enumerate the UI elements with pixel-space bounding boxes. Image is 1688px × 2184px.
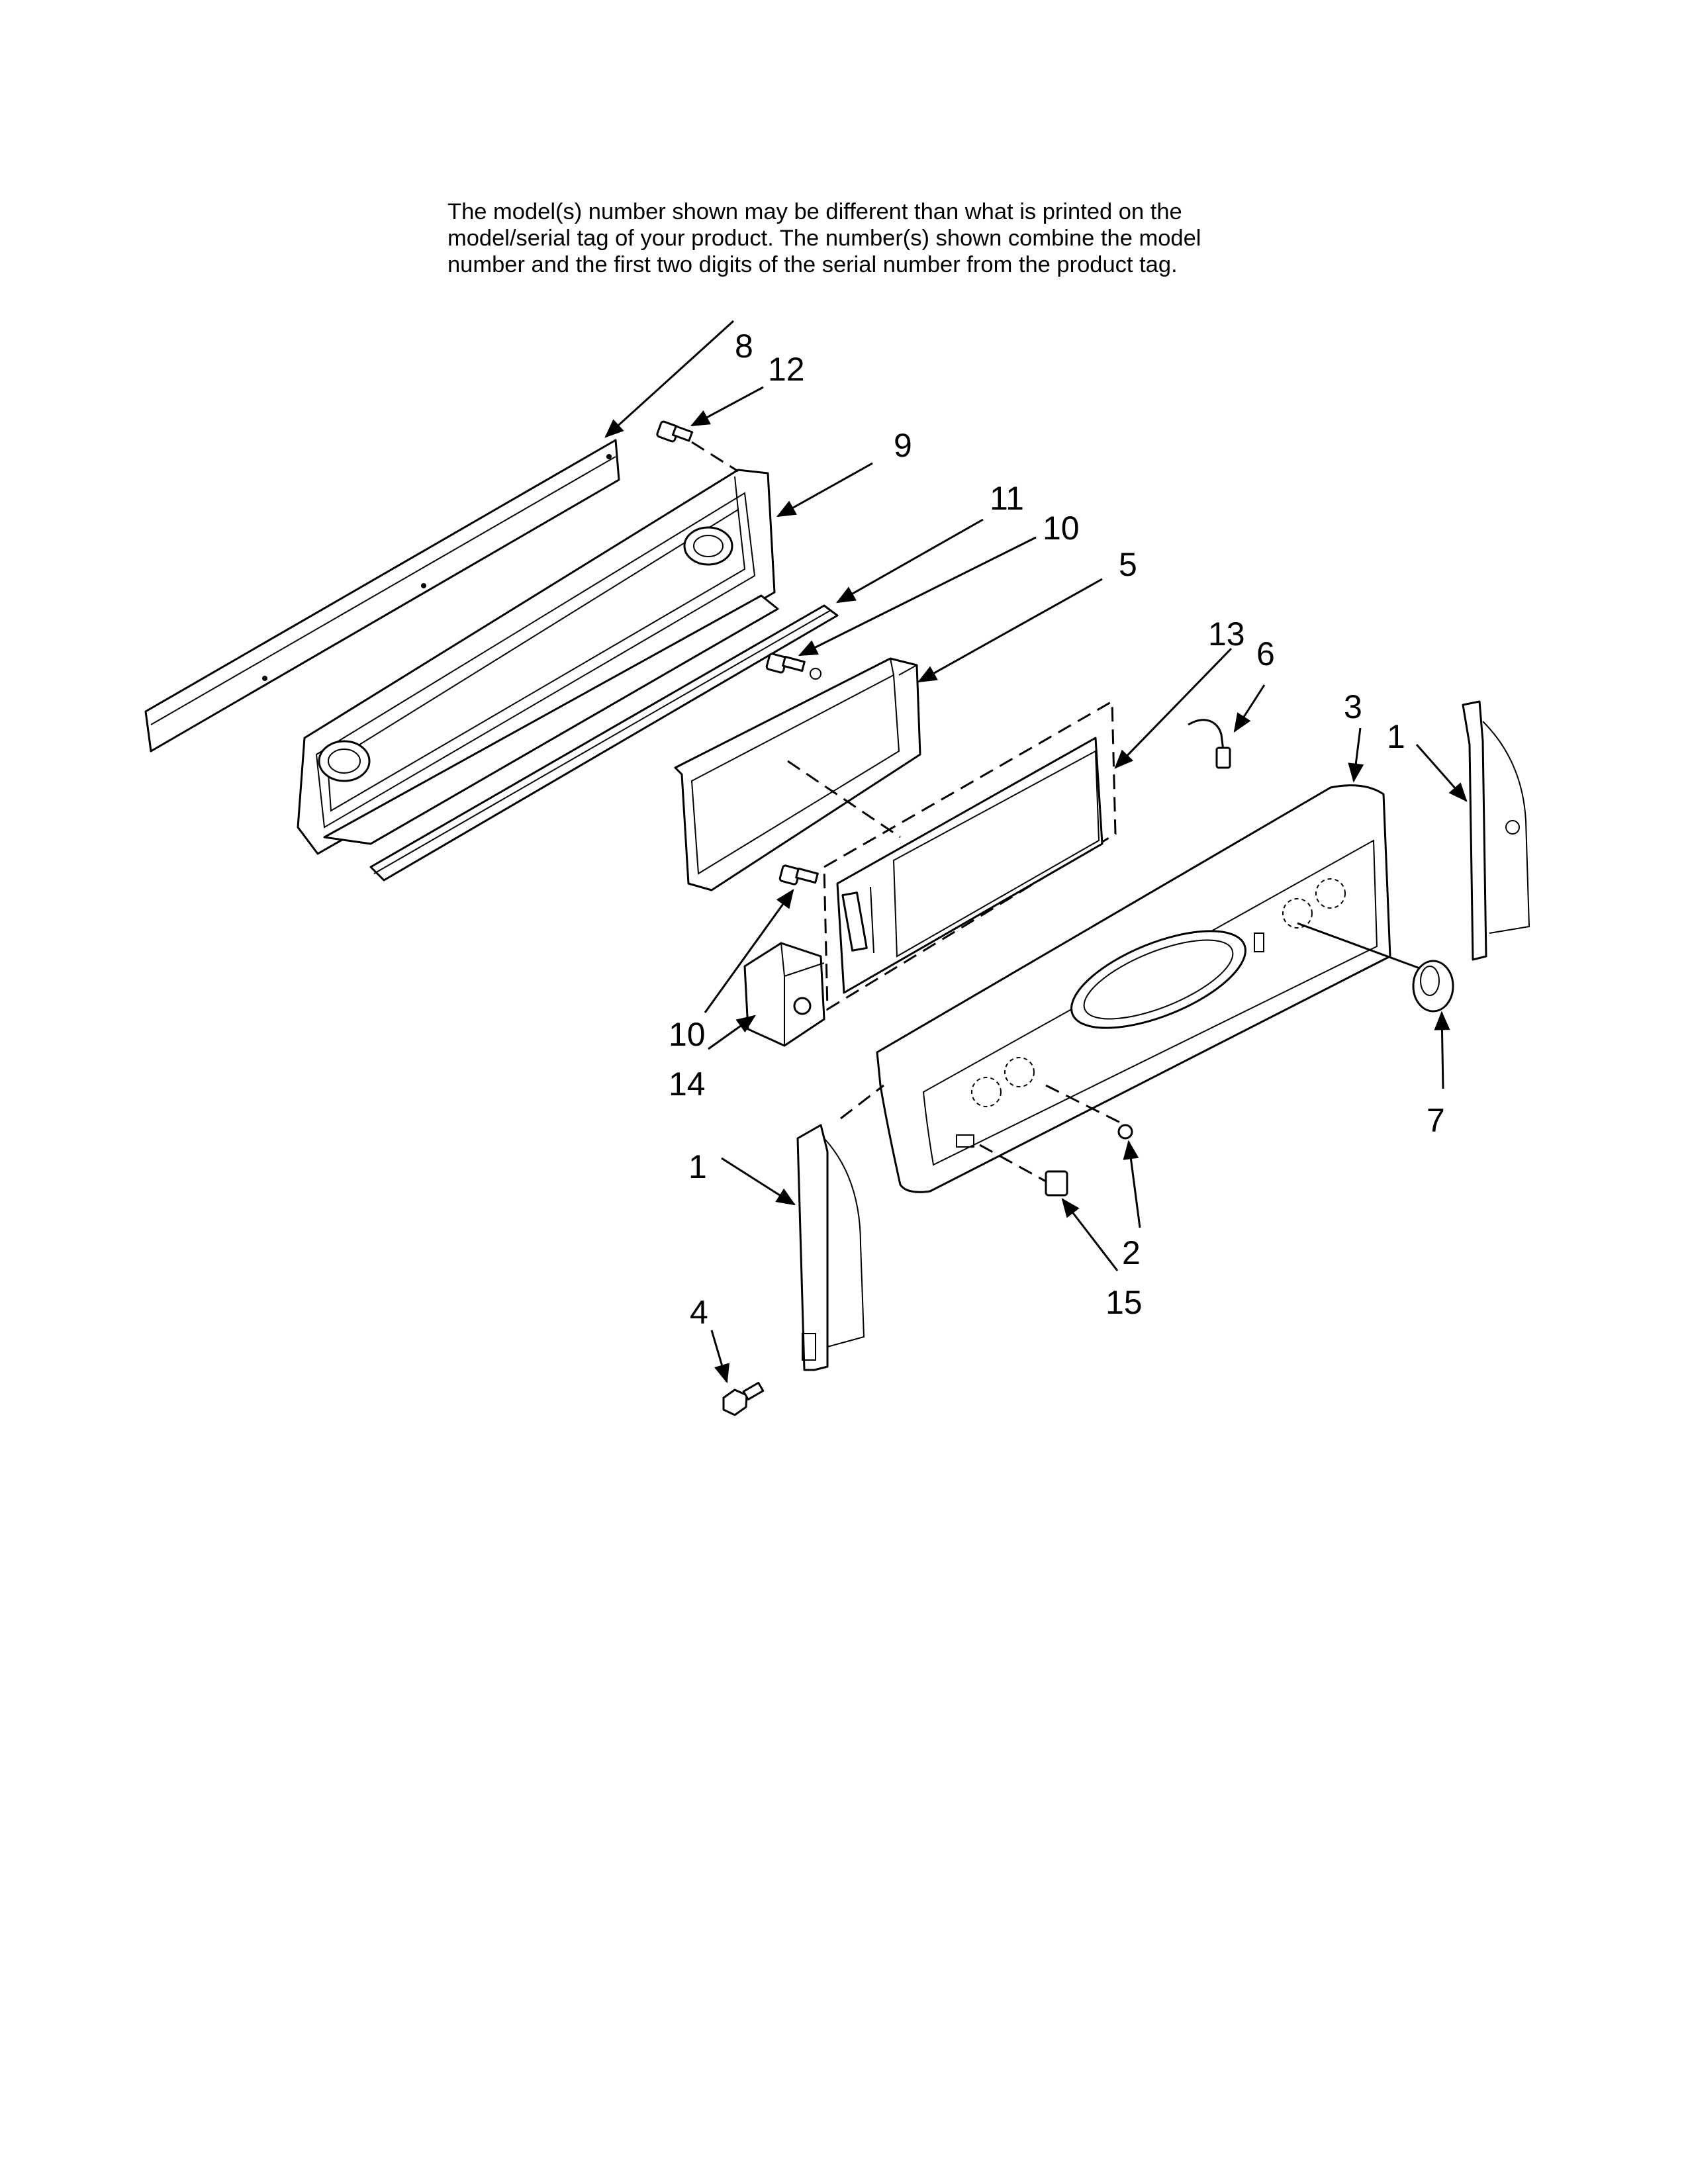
callout-labels: 8 12 9 11 10 5 13 6 3 1 10 14 7 1 2 15 4 <box>669 328 1445 1331</box>
callout-10-upper: 10 <box>1043 510 1080 547</box>
note-line-1: The model(s) number shown may be differe… <box>447 199 1182 224</box>
screw-10-lower <box>778 864 819 886</box>
callout-3: 3 <box>1344 688 1362 725</box>
note-line-3: number and the first two digits of the s… <box>447 252 1178 277</box>
callout-9: 9 <box>894 427 912 464</box>
callout-1-right: 1 <box>1387 718 1405 755</box>
control-box <box>674 657 921 891</box>
callout-15: 15 <box>1105 1284 1143 1321</box>
callout-13: 13 <box>1208 615 1245 653</box>
callout-7: 7 <box>1427 1102 1445 1139</box>
note-line-2: model/serial tag of your product. The nu… <box>447 226 1201 251</box>
console-frame <box>297 469 779 855</box>
screw-10-upper <box>765 653 821 680</box>
callout-1-left: 1 <box>688 1148 707 1185</box>
electronic-control-board <box>823 700 1117 1011</box>
callout-12: 12 <box>768 351 805 388</box>
callout-14: 14 <box>669 1066 706 1103</box>
callout-11: 11 <box>990 480 1024 517</box>
callout-10-lower: 10 <box>669 1016 706 1053</box>
rear-cover-panel <box>144 439 620 752</box>
console-backguard <box>840 784 1424 1193</box>
side-bracket-left <box>796 1124 865 1371</box>
callout-5: 5 <box>1119 546 1137 583</box>
trim-strip <box>369 604 839 882</box>
callout-4: 4 <box>690 1294 708 1331</box>
model-number-note: The model(s) number shown may be differe… <box>447 199 1387 278</box>
wire-harness <box>1188 719 1231 769</box>
callout-2: 2 <box>1122 1234 1141 1271</box>
screw-2 <box>1117 1124 1133 1140</box>
screw-4 <box>722 1381 765 1416</box>
control-knob <box>1412 960 1454 1013</box>
screw-12 <box>656 420 739 473</box>
callout-6: 6 <box>1256 635 1275 672</box>
side-bracket-right <box>1462 700 1530 961</box>
callout-8: 8 <box>735 328 753 365</box>
leader-lines <box>604 320 1468 1384</box>
indicator-light <box>979 1144 1068 1197</box>
selector-switch <box>743 942 825 1047</box>
